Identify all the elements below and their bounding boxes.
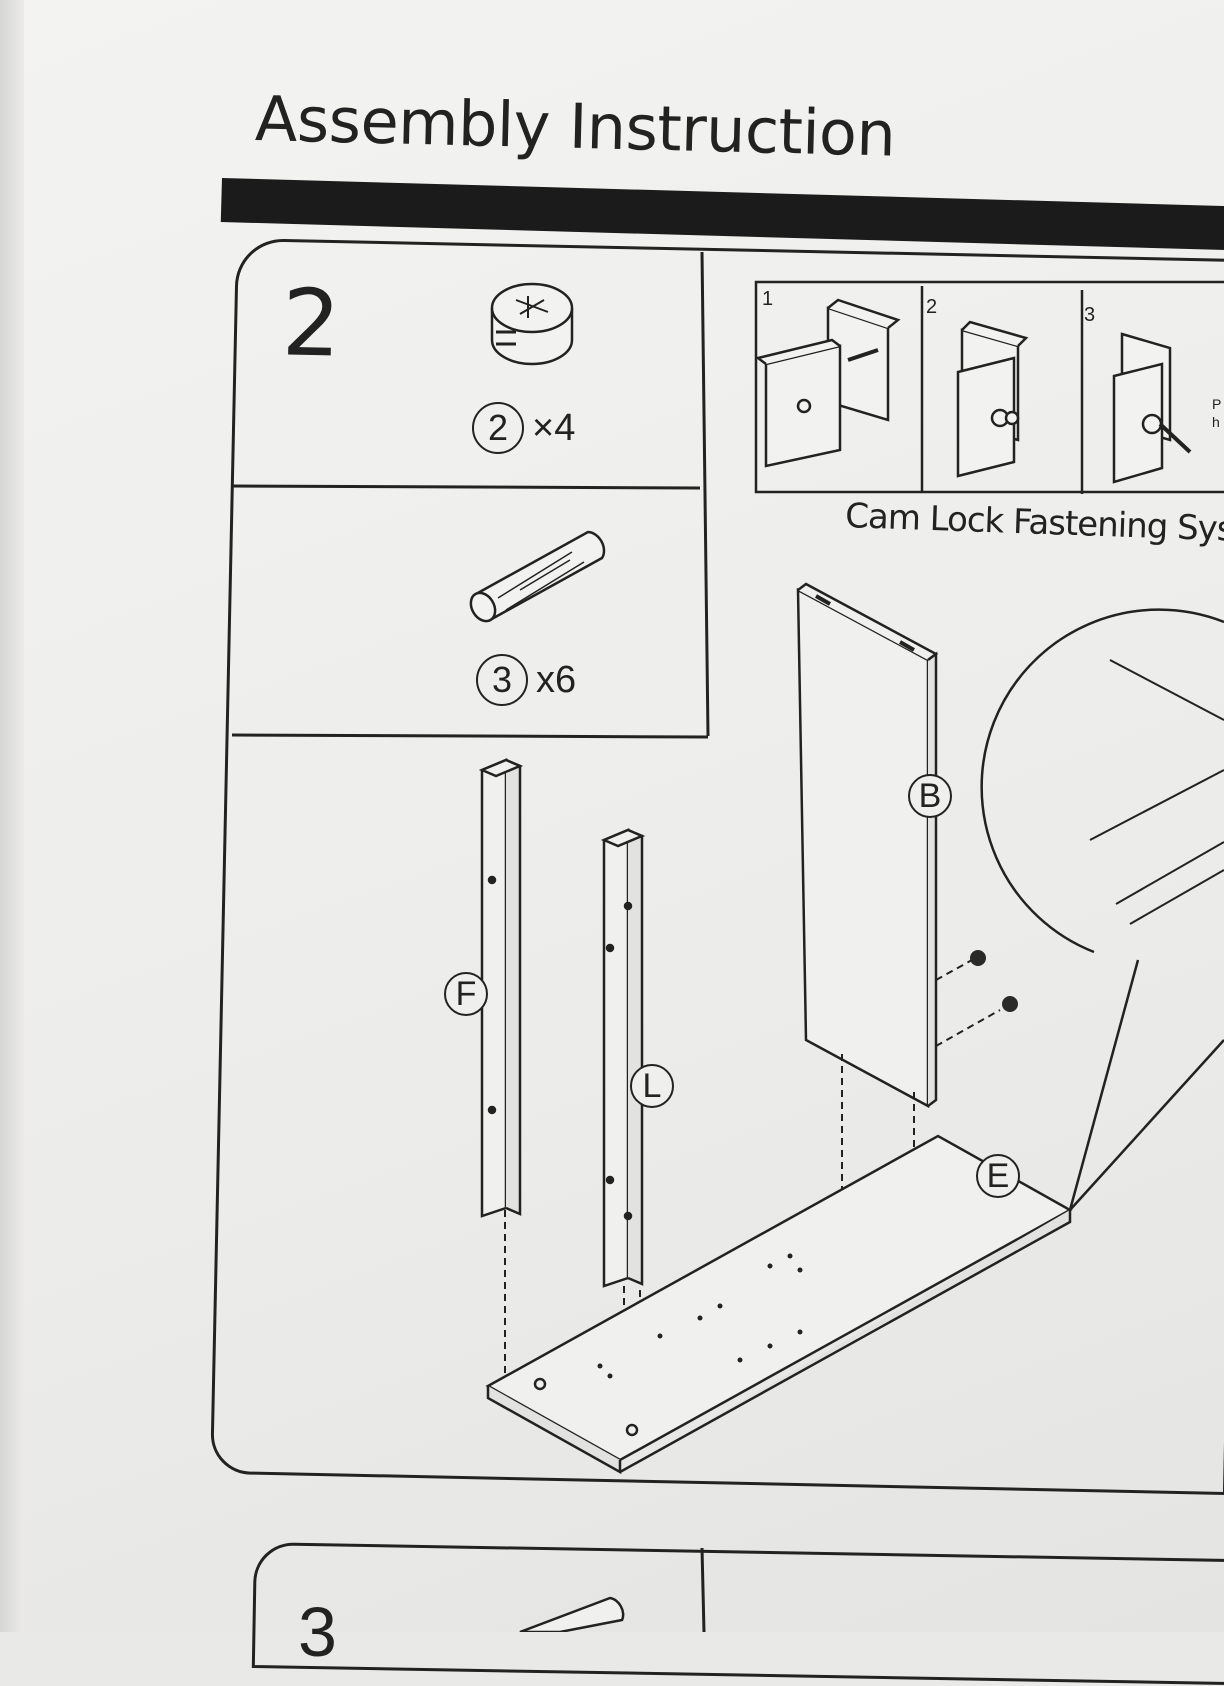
hardware-quantity: ×4 — [532, 406, 576, 449]
next-step-dowel-icon — [519, 1596, 625, 1632]
leg-f — [478, 758, 524, 1218]
hardware-quantity: x6 — [536, 658, 577, 701]
hardware-id-badge: 2 — [472, 402, 524, 454]
cam-substep-1: 1 — [762, 288, 774, 310]
part-label-e: E — [976, 1154, 1020, 1198]
base-holes — [597, 1253, 803, 1379]
hardware-id-badge: 3 — [476, 654, 528, 706]
part-label-f: F — [444, 972, 488, 1016]
cam-substep-3: 3 — [1084, 304, 1096, 326]
detail-zoom-circle — [980, 608, 1224, 1211]
divider-hardware-2 — [231, 733, 709, 739]
cam-lock-box — [754, 280, 1224, 494]
divider-vertical — [700, 251, 710, 737]
hardware-qty-cam-lock: 2 ×4 — [472, 402, 575, 454]
page-edge — [0, 0, 24, 1632]
part-label-b: B — [908, 774, 952, 818]
hardware-qty-dowel: 3 x6 — [476, 654, 576, 706]
panel-b — [796, 582, 939, 1109]
cam-substep-cut-text-1: P — [1212, 396, 1222, 412]
cam-lock-icon — [490, 282, 574, 366]
wooden-dowel-icon — [469, 530, 606, 623]
next-step-panel — [251, 1542, 1224, 1686]
step-number: 2 — [280, 269, 342, 378]
assembly-illustration — [231, 251, 1224, 1632]
next-step-number: 3 — [298, 1593, 337, 1671]
divider-hardware-1 — [231, 484, 701, 490]
leg-l — [600, 828, 646, 1288]
cam-substep-cut-text-2: h — [1212, 414, 1220, 430]
cam-substep-2: 2 — [926, 296, 938, 318]
part-label-l: L — [630, 1064, 674, 1108]
